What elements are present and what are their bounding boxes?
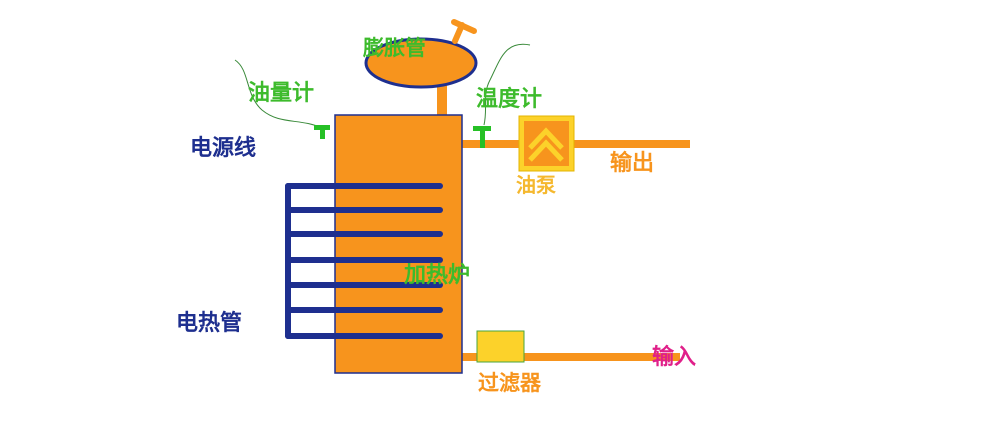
oil-gauge-leader-line bbox=[234, 59, 323, 129]
heating-furnace bbox=[334, 114, 463, 374]
thermometer-leader-line bbox=[483, 43, 531, 126]
heating-tube-coils bbox=[285, 183, 443, 339]
thermometer-icon bbox=[473, 126, 491, 148]
output-label: 输出 bbox=[610, 150, 654, 176]
filter-icon bbox=[476, 330, 525, 363]
furnace-label: 加热炉 bbox=[403, 262, 470, 288]
oil-gauge-icon bbox=[314, 125, 330, 139]
filter-label: 过滤器 bbox=[478, 371, 542, 395]
oil-pump-label: 油泵 bbox=[516, 173, 556, 197]
expansion-tank-label: 膨胀管 bbox=[363, 36, 426, 60]
oil-pump-icon bbox=[518, 115, 575, 172]
thermometer-label: 温度计 bbox=[476, 86, 542, 112]
input-label: 输入 bbox=[652, 344, 696, 370]
oil-gauge-label: 油量计 bbox=[248, 81, 314, 106]
input-pipe bbox=[462, 353, 680, 361]
expansion-tank-vent bbox=[451, 19, 477, 44]
expansion-pipe bbox=[437, 78, 447, 118]
power-line-label: 电源线 bbox=[190, 135, 256, 161]
heating-tube-label: 电热管 bbox=[176, 310, 242, 336]
expansion-tank bbox=[364, 37, 478, 89]
output-pipe bbox=[462, 140, 690, 148]
